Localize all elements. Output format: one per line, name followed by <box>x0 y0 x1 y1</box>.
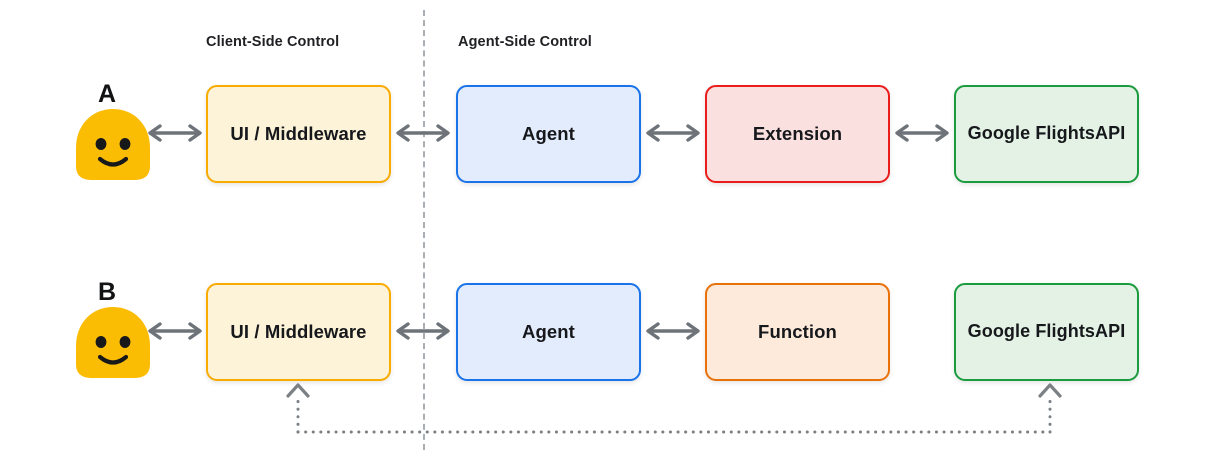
row-label-b: B <box>98 278 117 306</box>
connector-extension-to-api-a <box>895 124 949 142</box>
connector-ui-to-agent-a <box>396 124 450 142</box>
node-function-b[interactable]: Function <box>705 283 890 381</box>
node-label-line1: Google Flights <box>967 321 1096 342</box>
connector-avatar-to-ui-b <box>148 322 202 340</box>
user-blob-avatar <box>76 307 150 378</box>
node-ui-middleware-a[interactable]: UI / Middleware <box>206 85 391 183</box>
connector-avatar-to-ui-a <box>148 124 202 142</box>
node-agent-b[interactable]: Agent <box>456 283 641 381</box>
node-ui-middleware-b[interactable]: UI / Middleware <box>206 283 391 381</box>
client-side-api-call-return-path <box>286 383 1062 434</box>
node-label-line1: Google Flights <box>967 123 1096 144</box>
node-google-flights-api-a[interactable]: Google Flights API <box>954 85 1139 183</box>
row-label-a: A <box>98 80 117 108</box>
node-agent-a[interactable]: Agent <box>456 85 641 183</box>
user-blob-avatar <box>76 109 150 180</box>
node-label-line2: API <box>1095 321 1126 342</box>
node-google-flights-api-b[interactable]: Google Flights API <box>954 283 1139 381</box>
node-label-line2: API <box>1095 123 1126 144</box>
node-extension-a[interactable]: Extension <box>705 85 890 183</box>
control-boundary-divider <box>423 10 425 450</box>
connector-ui-to-agent-b <box>396 322 450 340</box>
caption-client-side-control: Client-Side Control <box>206 34 340 50</box>
connector-agent-to-extension-a <box>646 124 700 142</box>
connector-agent-to-function-b <box>646 322 700 340</box>
caption-agent-side-control: Agent-Side Control <box>458 34 592 50</box>
